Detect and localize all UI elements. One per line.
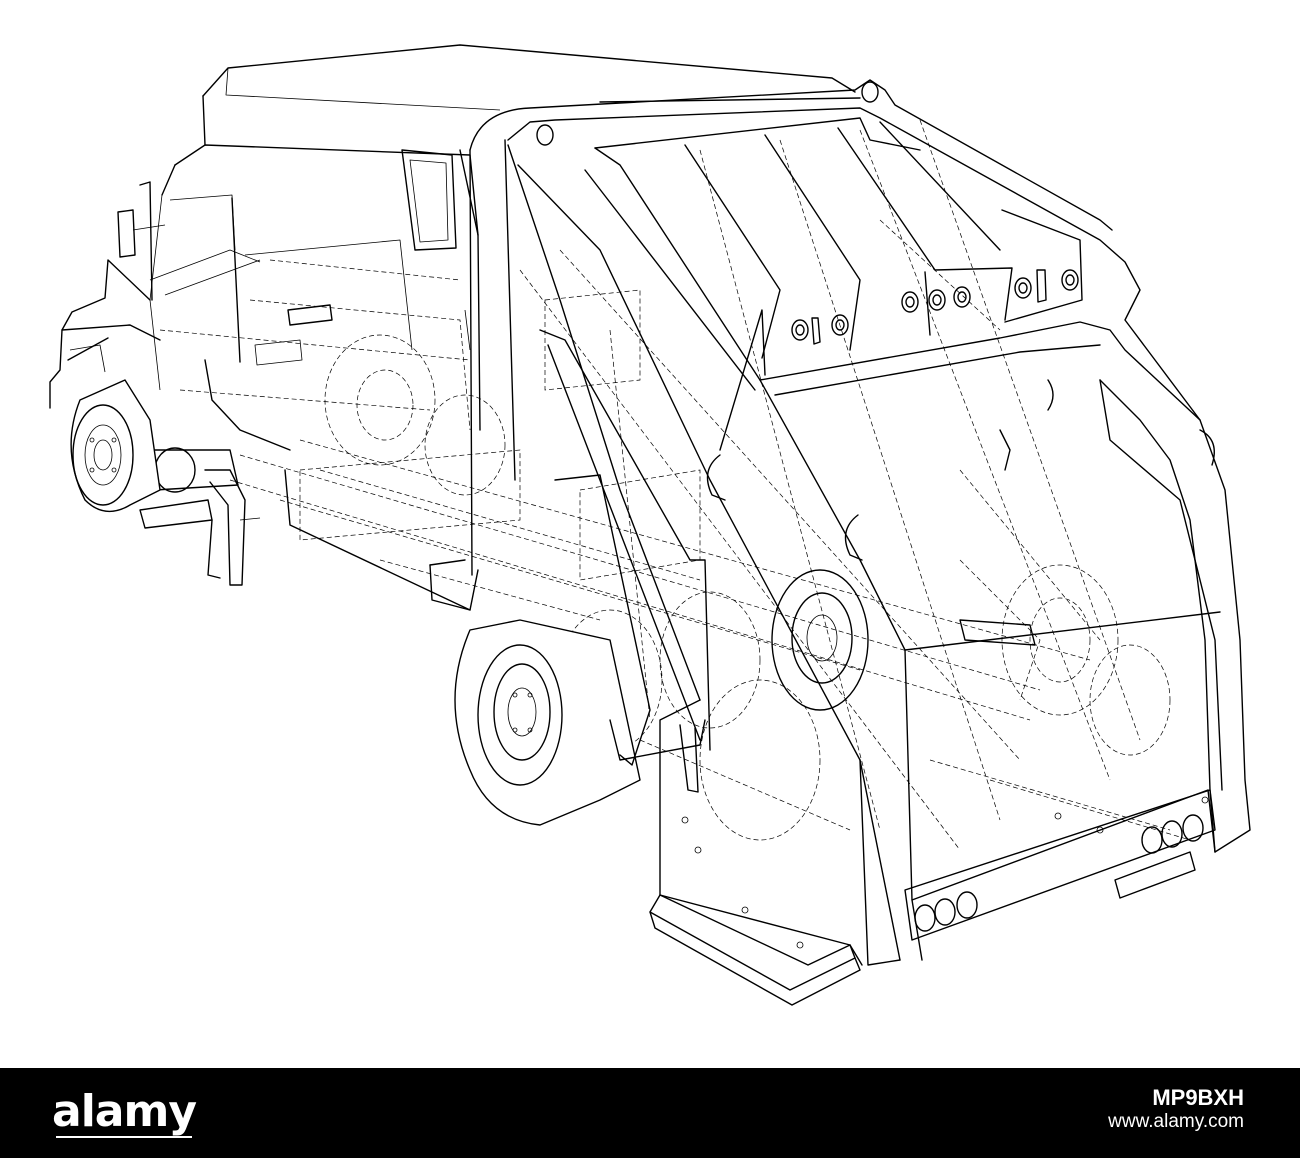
- front-wheel: [70, 379, 161, 513]
- truck-wireframe-svg: [49, 44, 1251, 1006]
- cab: [49, 44, 856, 586]
- garbage-body: [469, 79, 1251, 1006]
- chassis: [284, 469, 479, 611]
- alamy-logo: alamy: [52, 1082, 197, 1142]
- footer-info: MP9BXH www.alamy.com: [1108, 1086, 1244, 1134]
- image-id-label: MP9BXH: [1152, 1085, 1244, 1110]
- hidden-lines: [159, 119, 1191, 851]
- website-label: www.alamy.com: [1108, 1111, 1244, 1132]
- truck-wireframe-drawing: [49, 44, 1251, 1006]
- watermark-footer: alamy MP9BXH www.alamy.com: [0, 1068, 1300, 1158]
- rear-wheels: [454, 569, 869, 826]
